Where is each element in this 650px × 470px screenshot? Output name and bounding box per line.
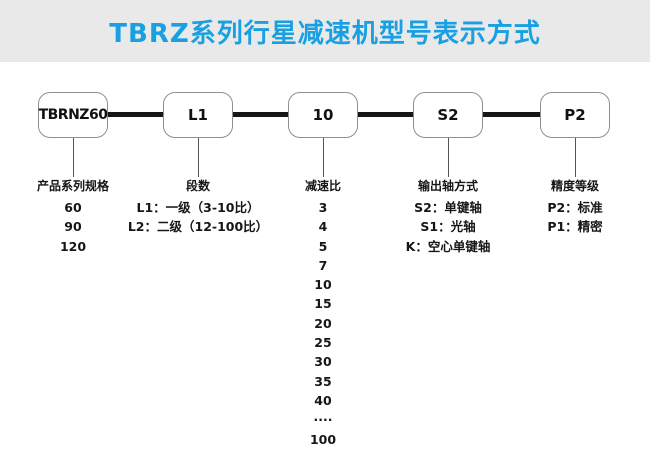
column-item: 120 bbox=[59, 238, 87, 254]
column-ratio: 减速比 3 4 5 7 10 15 20 25 30 35 40 ···· 100 bbox=[305, 178, 341, 449]
code-box-precision: P2 bbox=[540, 92, 610, 138]
column-item: 60 bbox=[64, 200, 82, 215]
column-item: 20 bbox=[314, 315, 332, 331]
column-output-shaft: 输出轴方式 S2：单键轴 S1：光轴 K：空心单键轴 bbox=[406, 178, 491, 256]
column-precision: 精度等级 P2：标准 P1：精密 bbox=[547, 178, 602, 237]
column-items: 60 90 120 bbox=[37, 198, 109, 256]
column-item: K：空心单键轴 bbox=[405, 238, 491, 254]
column-item: 90 bbox=[64, 219, 82, 235]
page-title: TBRZ系列行星减速机型号表示方式 bbox=[109, 18, 541, 49]
column-item: L2：二级（12-100比） bbox=[127, 219, 269, 235]
pointer-line bbox=[447, 138, 449, 177]
column-item: ···· bbox=[313, 412, 333, 428]
column-series-spec: 产品系列规格 60 90 120 bbox=[37, 178, 109, 256]
column-item: P2：标准 bbox=[547, 200, 603, 215]
column-item: 5 bbox=[318, 238, 328, 254]
column-title: 段数 bbox=[185, 179, 210, 193]
column-item: 10 bbox=[314, 277, 332, 293]
pointer-line bbox=[72, 138, 74, 177]
column-title: 减速比 bbox=[304, 179, 342, 193]
column-item: 7 bbox=[318, 257, 328, 273]
column-item: S2：单键轴 bbox=[414, 200, 482, 215]
column-item: 25 bbox=[314, 335, 332, 351]
code-box-series-model: TBRNZ60 bbox=[38, 92, 108, 138]
column-item: S1：光轴 bbox=[420, 219, 476, 235]
connector-line bbox=[480, 112, 543, 117]
code-box-output-shaft: S2 bbox=[413, 92, 483, 138]
pointer-line bbox=[197, 138, 199, 177]
connector-line bbox=[104, 112, 166, 117]
connector-line bbox=[230, 112, 292, 117]
column-item: 30 bbox=[314, 354, 332, 370]
column-item: 40 bbox=[314, 392, 332, 408]
pointer-line bbox=[574, 138, 576, 177]
column-item: P1：精密 bbox=[547, 219, 603, 235]
page-title-bar: TBRZ系列行星减速机型号表示方式 bbox=[0, 0, 650, 62]
column-items: 3 4 5 7 10 15 20 25 30 35 40 ···· 100 bbox=[305, 198, 341, 449]
column-item: 4 bbox=[318, 219, 328, 235]
column-title: 输出轴方式 bbox=[417, 179, 478, 193]
column-items: L1：一级（3-10比） L2：二级（12-100比） bbox=[128, 198, 268, 237]
code-box-ratio: 10 bbox=[288, 92, 358, 138]
column-item: 35 bbox=[314, 373, 332, 389]
column-item: 100 bbox=[309, 431, 337, 447]
connector-line bbox=[355, 112, 417, 117]
column-item: L1：一级（3-10比） bbox=[136, 200, 260, 215]
column-items: S2：单键轴 S1：光轴 K：空心单键轴 bbox=[406, 198, 491, 256]
pointer-line bbox=[322, 138, 324, 177]
column-title: 产品系列规格 bbox=[36, 179, 110, 193]
column-items: P2：标准 P1：精密 bbox=[547, 198, 602, 237]
code-box-stage: L1 bbox=[163, 92, 233, 138]
column-item: 3 bbox=[318, 200, 328, 215]
column-title: 精度等级 bbox=[550, 179, 600, 193]
column-item: 15 bbox=[314, 296, 332, 312]
column-stage: 段数 L1：一级（3-10比） L2：二级（12-100比） bbox=[128, 178, 268, 237]
